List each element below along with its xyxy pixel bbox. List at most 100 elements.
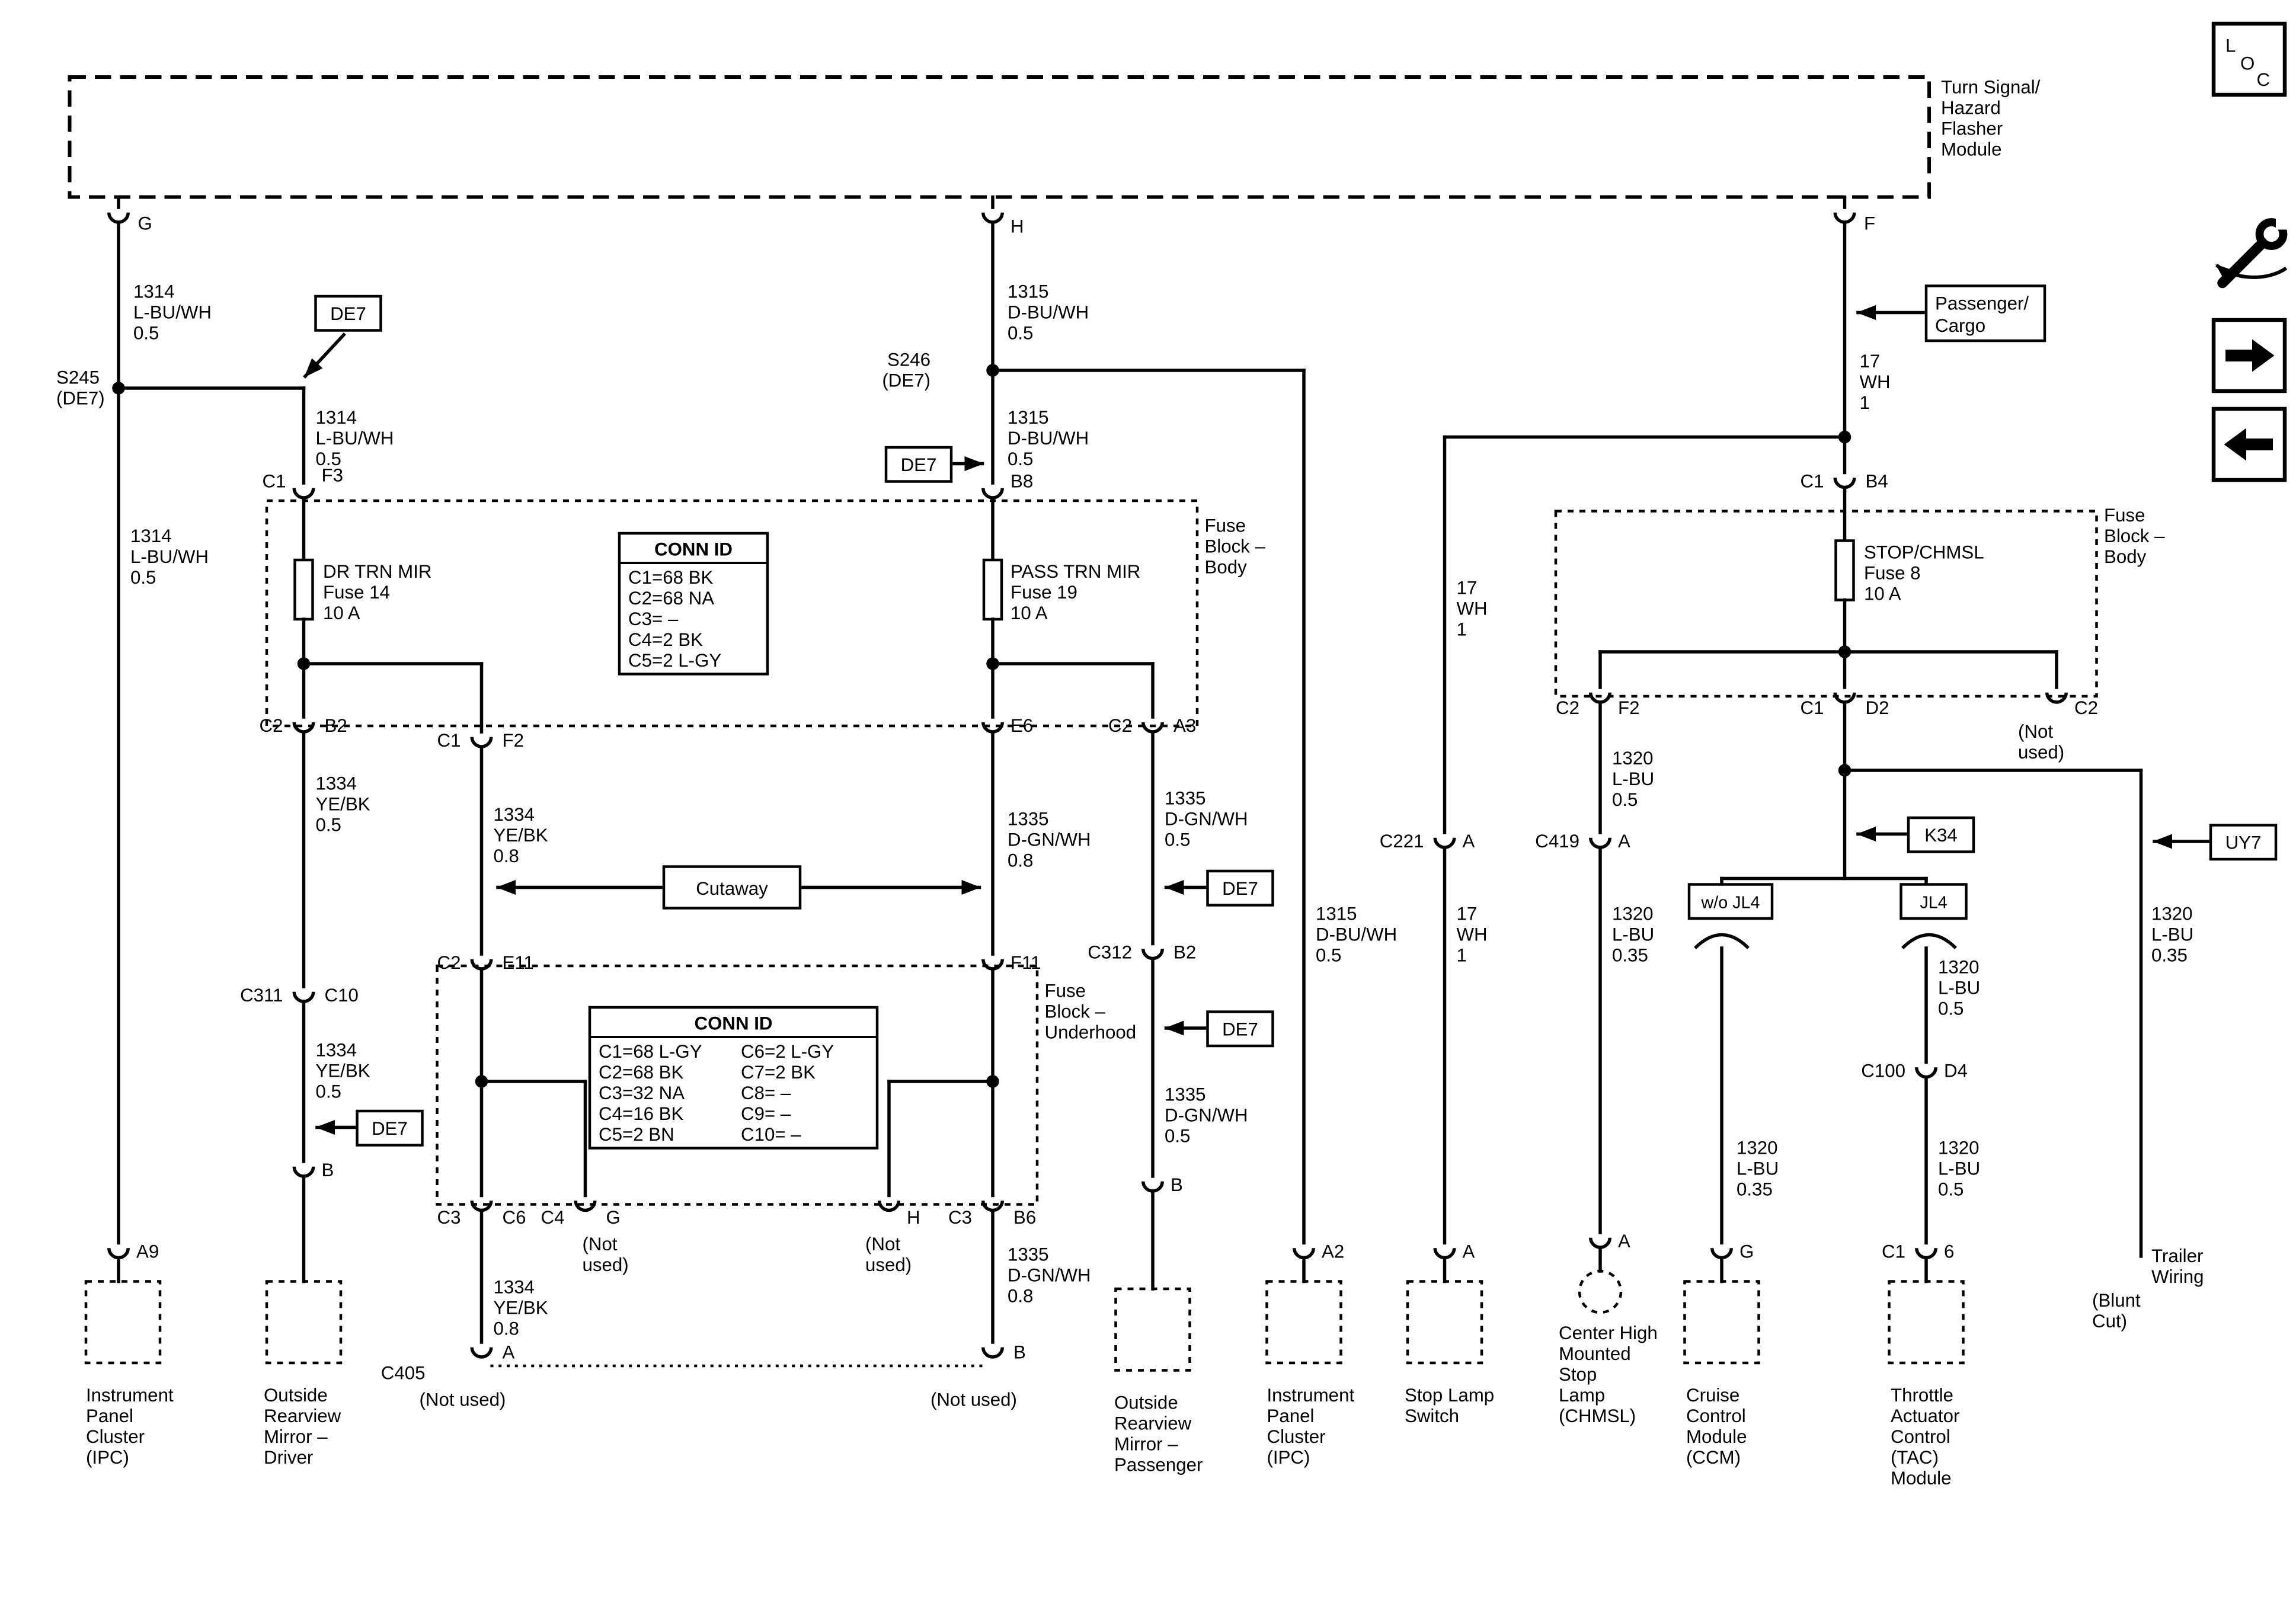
flasher-module-outline <box>68 75 1931 199</box>
conn-id-row: C5=2 L-GY <box>628 650 721 671</box>
chmsl-lamp-icon <box>1578 1269 1623 1314</box>
terminal-G-ccm-icon <box>1712 1248 1732 1257</box>
wire-label-1315: D-BU/WH <box>1008 428 1089 449</box>
callout-DE7-box <box>1206 1010 1274 1048</box>
terminal-B-label: B <box>1171 1174 1183 1195</box>
loc-letter-c: C <box>2257 69 2271 90</box>
not-used-label: (Not <box>583 1234 618 1254</box>
terminal-G-ccm-label: G <box>1739 1241 1754 1262</box>
mirror-driver-label: Rearview <box>264 1406 341 1426</box>
terminal-H-icon <box>983 213 1003 222</box>
flasher-module-label: Turn Signal/ <box>1941 76 2041 97</box>
terminal-H-label: H <box>1011 216 1024 237</box>
conn-id-row: C7=2 BK <box>741 1062 816 1083</box>
wire-label-1335: D-GN/WH <box>1008 829 1091 850</box>
pin-label: C419 <box>1535 831 1579 852</box>
ipc-right-label: Cluster <box>1267 1426 1326 1447</box>
wire-label-1334: YE/BK <box>316 1060 370 1081</box>
callout-DE7-arrow <box>303 332 346 379</box>
pin-label: C2 <box>260 715 283 736</box>
pin-label: C1 <box>1801 471 1824 492</box>
connector-C405: 1334 YE/BK 0.8 1335 D-GN/WH 0.8 A C405 (… <box>381 1211 1091 1410</box>
wire-label-1335: D-GN/WH <box>1008 1265 1091 1285</box>
ipc-left-label: (IPC) <box>86 1447 129 1468</box>
terminal-A9-label: A9 <box>136 1241 159 1262</box>
callout-DE7-label: DE7 <box>372 1118 408 1139</box>
fuse-19-label: 10 A <box>1011 603 1048 623</box>
tools-icon[interactable] <box>2215 216 2294 289</box>
swap-arrow <box>2215 264 2288 283</box>
wire-label-1315: 1315 <box>1008 407 1049 428</box>
fuse-block-body-label: Body <box>1205 557 1248 578</box>
pin-label: C2 <box>1108 715 1132 736</box>
not-used-label: (Not used) <box>930 1389 1017 1410</box>
pin-label: D2 <box>1866 697 1889 718</box>
mirror-driver-box <box>265 1280 343 1365</box>
turn-signal-hazard-flasher-module: Turn Signal/ Hazard Flasher Module G H F <box>68 75 2041 237</box>
callout-DE7-box <box>884 446 953 483</box>
wire-label-1334: 1334 <box>494 804 535 825</box>
connector-C4-G-icon <box>575 1201 595 1210</box>
mirror-passenger-label: Rearview <box>1114 1413 1192 1433</box>
pin-label: C2 <box>2074 697 2098 718</box>
pin-label: C2 <box>437 952 461 973</box>
circuit-1315: 1315 D-BU/WH 0.5 S246 (DE7) 1315 D-BU/WH… <box>882 223 1397 1283</box>
trailer-wiring-label: Trailer <box>2151 1246 2203 1266</box>
terminal-A2-icon <box>1294 1248 1314 1257</box>
callout-DE7-box <box>314 295 382 332</box>
connector-C419-A-icon <box>1591 838 1610 847</box>
pin-label: C312 <box>1088 942 1132 962</box>
circuit-1335-passenger: 1335 D-GN/WH 0.5 DE7 C312 B2 DE7 1335 D-… <box>1088 733 1274 1291</box>
ipc-right-box <box>1265 1280 1342 1365</box>
wire-label-1334: 1334 <box>316 773 357 793</box>
pin-label: G <box>606 1207 621 1228</box>
ipc-left-label: Cluster <box>86 1426 145 1447</box>
option-brace <box>1901 933 1957 949</box>
wire-label-1334: 0.8 <box>494 1318 519 1339</box>
connector-C1-B4-icon <box>1835 478 1854 487</box>
connector-C312-B2-icon <box>1143 949 1163 958</box>
wire-label-1335: 0.8 <box>1008 850 1033 870</box>
wire-label-1320: 1320 <box>1612 903 1654 924</box>
option-wo-jl4-box <box>1687 883 1774 920</box>
wire-label-1334: YE/BK <box>494 825 548 846</box>
option-jl4-box <box>1900 883 1968 920</box>
blunt-cut-label: Cut) <box>2092 1311 2127 1331</box>
wire-label-1314: 1314 <box>133 281 175 302</box>
pin-label: C311 <box>240 985 283 1006</box>
flasher-module-label: Flasher <box>1941 119 2003 139</box>
fuse-block-underhood: Fuse Block – Underhood C2 E11 F11 CONN I… <box>436 952 1136 1275</box>
pin-label: C221 <box>1380 831 1424 852</box>
connector-C2-E11-icon <box>472 959 491 969</box>
ccm-box <box>1683 1280 1760 1365</box>
pin-label: A <box>1618 831 1630 852</box>
pin-label: C10 <box>325 985 359 1006</box>
stop-lamp-switch-label: Switch <box>1405 1406 1459 1426</box>
wire-label-1334: 0.5 <box>316 1081 341 1102</box>
fuse-14-label: DR TRN MIR <box>323 561 431 582</box>
conn-id-row: C3=32 NA <box>599 1083 685 1103</box>
wrench-jaw-gap <box>2276 216 2294 230</box>
ccm-label: Control <box>1686 1406 1746 1426</box>
wire-label-1315: 1315 <box>1316 903 1357 924</box>
wire-label-1320: 0.5 <box>1938 998 1964 1019</box>
fuse-8-label: 10 A <box>1864 584 1901 604</box>
ipc-right-label: (IPC) <box>1267 1447 1310 1468</box>
loc-button[interactable] <box>2211 21 2287 97</box>
pin-label: B6 <box>1013 1207 1036 1228</box>
splice-S246-label: (DE7) <box>882 370 930 391</box>
fuse-14-label: Fuse 14 <box>323 582 390 603</box>
wire-label-1314: 1314 <box>130 526 172 546</box>
wire-label-17: WH <box>1457 924 1488 945</box>
chmsl-label: Mounted <box>1559 1343 1631 1364</box>
mirror-passenger-label: Passenger <box>1114 1454 1203 1475</box>
not-used-label: used) <box>2018 742 2064 763</box>
connector-C1-6-icon <box>1917 1248 1936 1257</box>
terminal-A-label: A <box>1463 1241 1475 1262</box>
wire-label-1335: 1335 <box>1165 788 1206 808</box>
callout-DE7-label: DE7 <box>330 303 366 324</box>
callout-UY7-box <box>2209 824 2278 861</box>
conn-id-row: C4=16 BK <box>599 1103 683 1124</box>
callout-DE7-label: DE7 <box>1222 1019 1258 1039</box>
terminal-B-label: B <box>322 1160 334 1180</box>
